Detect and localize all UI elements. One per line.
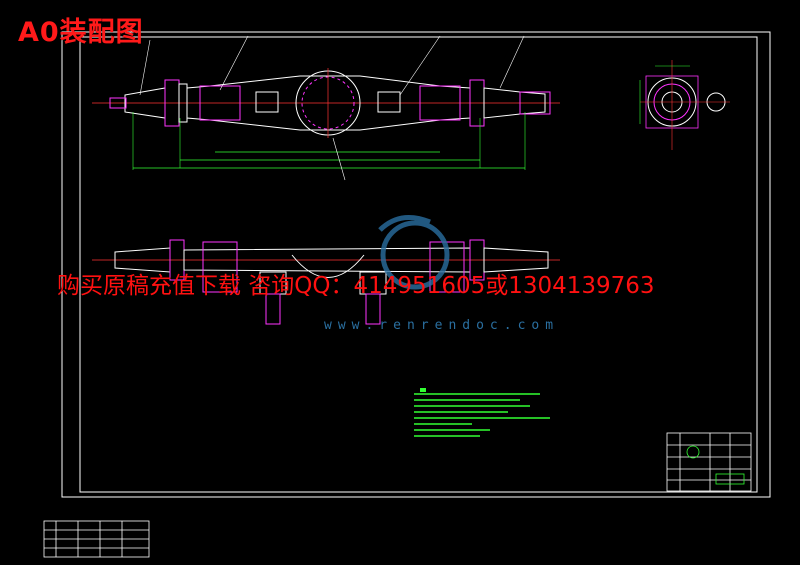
drawing-title: A0装配图: [18, 17, 144, 48]
axle-front-view: [92, 35, 560, 181]
axle-top-view: [92, 239, 560, 325]
inner-frame: [79, 36, 758, 493]
promo-text: 购买原稿充值下载 咨询QQ：414951605或1304139763: [57, 273, 655, 299]
axle-side-view: [639, 60, 730, 150]
watermark-url: www.renrendoc.com: [324, 318, 560, 333]
watermark-logo: [378, 215, 450, 290]
title-block: [666, 432, 752, 492]
revision-table: [43, 520, 150, 558]
technical-notes: [414, 388, 550, 437]
outer-frame: [61, 31, 771, 498]
